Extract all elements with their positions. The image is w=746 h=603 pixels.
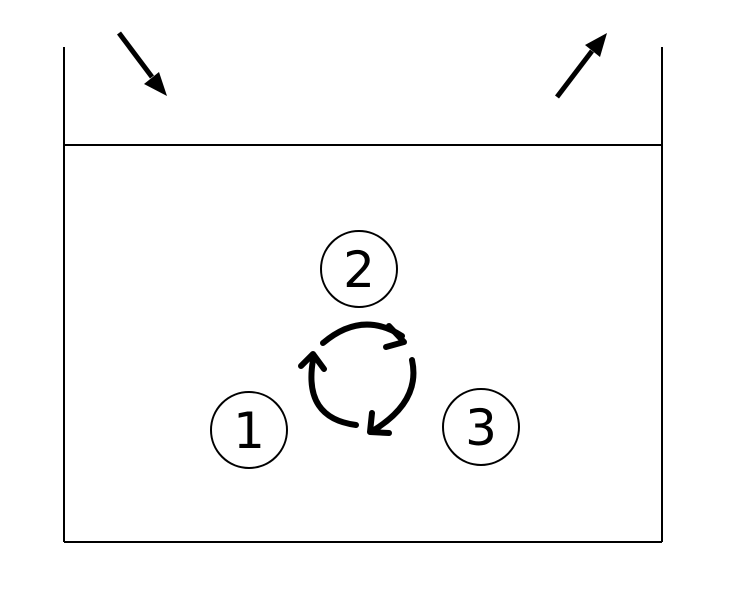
arrow-down-right-icon [117, 31, 167, 96]
label-circle-1: 1 [210, 391, 288, 469]
cycle-arrows-icon [298, 321, 417, 436]
arrow-up-right-icon [555, 33, 607, 99]
label-3: 3 [465, 399, 497, 457]
label-2: 2 [343, 241, 375, 299]
label-1: 1 [233, 402, 265, 460]
label-circle-3: 3 [442, 388, 520, 466]
label-circle-2: 2 [320, 230, 398, 308]
